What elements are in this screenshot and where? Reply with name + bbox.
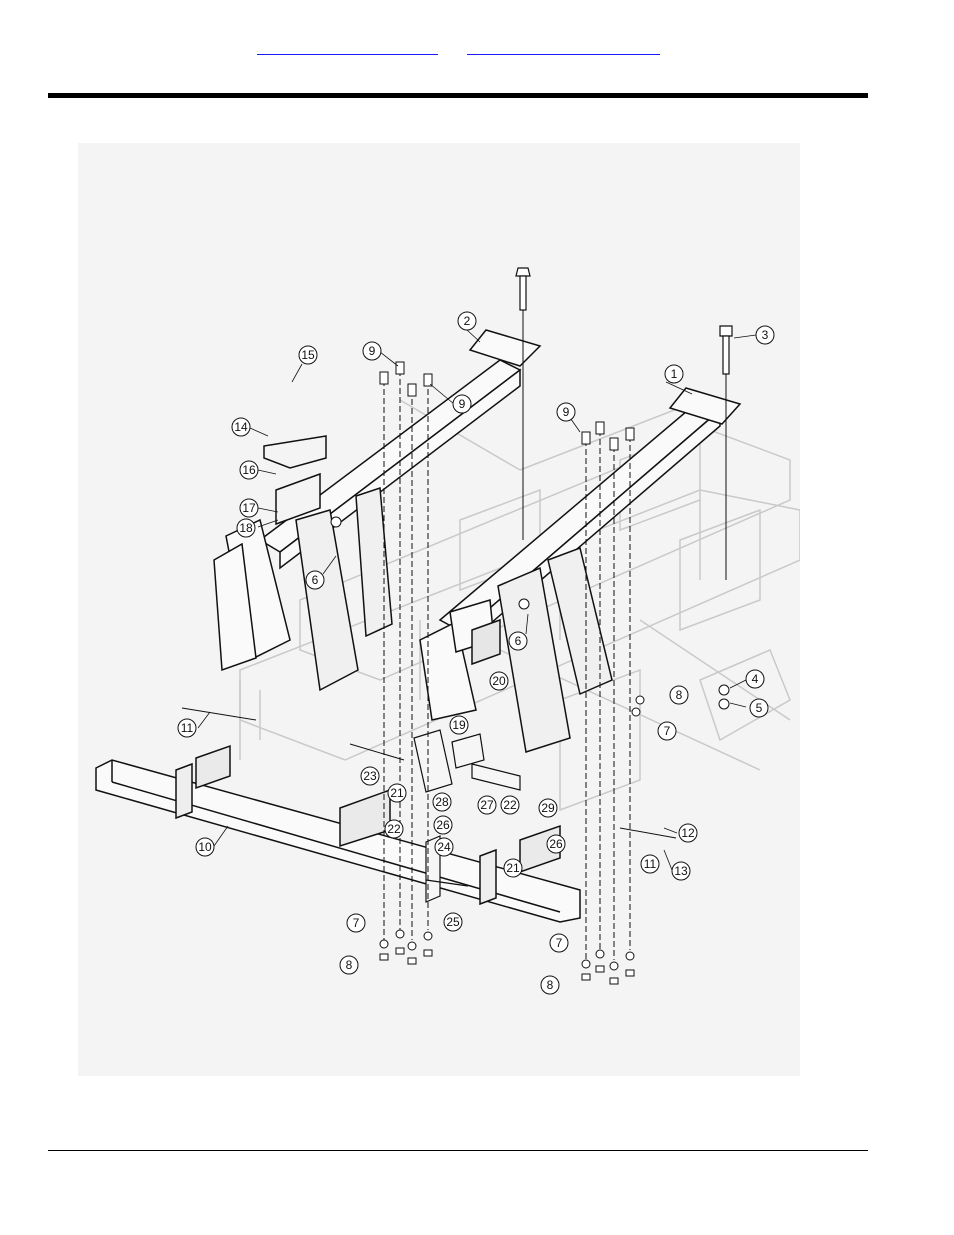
svg-text:21: 21 — [506, 861, 520, 875]
callout-2: 2 — [458, 312, 476, 330]
callout-11: 11 — [641, 855, 659, 873]
svg-text:25: 25 — [446, 915, 460, 929]
callout-10: 10 — [196, 838, 214, 856]
callout-7: 7 — [658, 722, 676, 740]
callout-20: 20 — [490, 672, 508, 690]
callout-12: 12 — [679, 824, 697, 842]
svg-text:6: 6 — [312, 573, 319, 587]
svg-text:21: 21 — [390, 786, 404, 800]
callout-1: 1 — [665, 365, 683, 383]
callout-13: 13 — [672, 862, 690, 880]
svg-text:22: 22 — [503, 798, 517, 812]
svg-text:7: 7 — [353, 916, 360, 930]
callout-23: 23 — [361, 767, 379, 785]
callout-4: 4 — [746, 670, 764, 688]
svg-text:8: 8 — [346, 958, 353, 972]
svg-text:16: 16 — [242, 463, 256, 477]
svg-text:20: 20 — [492, 674, 506, 688]
header-rule — [48, 93, 868, 98]
svg-text:18: 18 — [239, 521, 253, 535]
callout-9: 9 — [453, 395, 471, 413]
svg-text:17: 17 — [242, 501, 256, 515]
callout-26: 26 — [434, 816, 452, 834]
svg-text:10: 10 — [198, 840, 212, 854]
callout-6: 6 — [509, 632, 527, 650]
callout-18: 18 — [237, 519, 255, 537]
svg-text:27: 27 — [480, 798, 494, 812]
svg-text:1: 1 — [671, 367, 678, 381]
callout-26: 26 — [547, 835, 565, 853]
long-bolts — [516, 268, 732, 374]
callout-14: 14 — [232, 418, 250, 436]
right-main-beam — [420, 388, 740, 752]
svg-text:14: 14 — [234, 420, 248, 434]
callout-9: 9 — [363, 342, 381, 360]
svg-text:2: 2 — [464, 314, 471, 328]
svg-text:9: 9 — [459, 397, 466, 411]
callout-16: 16 — [240, 461, 258, 479]
callout-3: 3 — [756, 326, 774, 344]
svg-text:26: 26 — [549, 837, 563, 851]
svg-text:8: 8 — [676, 688, 683, 702]
callout-27: 27 — [478, 796, 496, 814]
parts-diagram: 1 2 3 4 5 6 6 7 7 7 8 8 8 9 9 9 10 11 11… — [78, 143, 800, 1076]
svg-text:13: 13 — [674, 864, 688, 878]
footer-rule — [48, 1150, 868, 1151]
svg-text:6: 6 — [515, 634, 522, 648]
callout-5: 5 — [750, 699, 768, 717]
svg-text:4: 4 — [752, 672, 759, 686]
svg-text:11: 11 — [181, 721, 194, 735]
svg-text:28: 28 — [435, 795, 449, 809]
callout-7: 7 — [347, 914, 365, 932]
svg-text:15: 15 — [301, 348, 315, 362]
svg-text:29: 29 — [541, 801, 555, 815]
callout-17: 17 — [240, 499, 258, 517]
header-link-left[interactable] — [257, 38, 438, 55]
header-link-right[interactable] — [467, 38, 660, 55]
svg-text:24: 24 — [437, 840, 451, 854]
callout-8: 8 — [670, 686, 688, 704]
callout-22: 22 — [385, 820, 403, 838]
callout-7: 7 — [550, 934, 568, 952]
callout-21: 21 — [388, 784, 406, 802]
callout-9: 9 — [557, 403, 575, 421]
callout-11: 11 — [178, 719, 196, 737]
svg-text:12: 12 — [681, 826, 695, 840]
svg-text:19: 19 — [452, 718, 466, 732]
callout-19: 19 — [450, 716, 468, 734]
svg-text:9: 9 — [369, 344, 376, 358]
callout-15: 15 — [299, 346, 317, 364]
svg-text:11: 11 — [644, 857, 657, 871]
svg-text:26: 26 — [436, 818, 450, 832]
svg-text:3: 3 — [762, 328, 769, 342]
callout-25: 25 — [444, 913, 462, 931]
callout-8: 8 — [541, 976, 559, 994]
callout-6: 6 — [306, 571, 324, 589]
svg-text:8: 8 — [547, 978, 554, 992]
callout-8: 8 — [340, 956, 358, 974]
callout-21: 21 — [504, 859, 522, 877]
callout-29: 29 — [539, 799, 557, 817]
svg-text:7: 7 — [556, 936, 563, 950]
callout-22: 22 — [501, 796, 519, 814]
svg-text:23: 23 — [363, 769, 377, 783]
svg-text:9: 9 — [563, 405, 570, 419]
svg-text:7: 7 — [664, 724, 671, 738]
svg-text:22: 22 — [387, 822, 401, 836]
svg-text:5: 5 — [756, 701, 763, 715]
callout-24: 24 — [435, 838, 453, 856]
callout-28: 28 — [433, 793, 451, 811]
